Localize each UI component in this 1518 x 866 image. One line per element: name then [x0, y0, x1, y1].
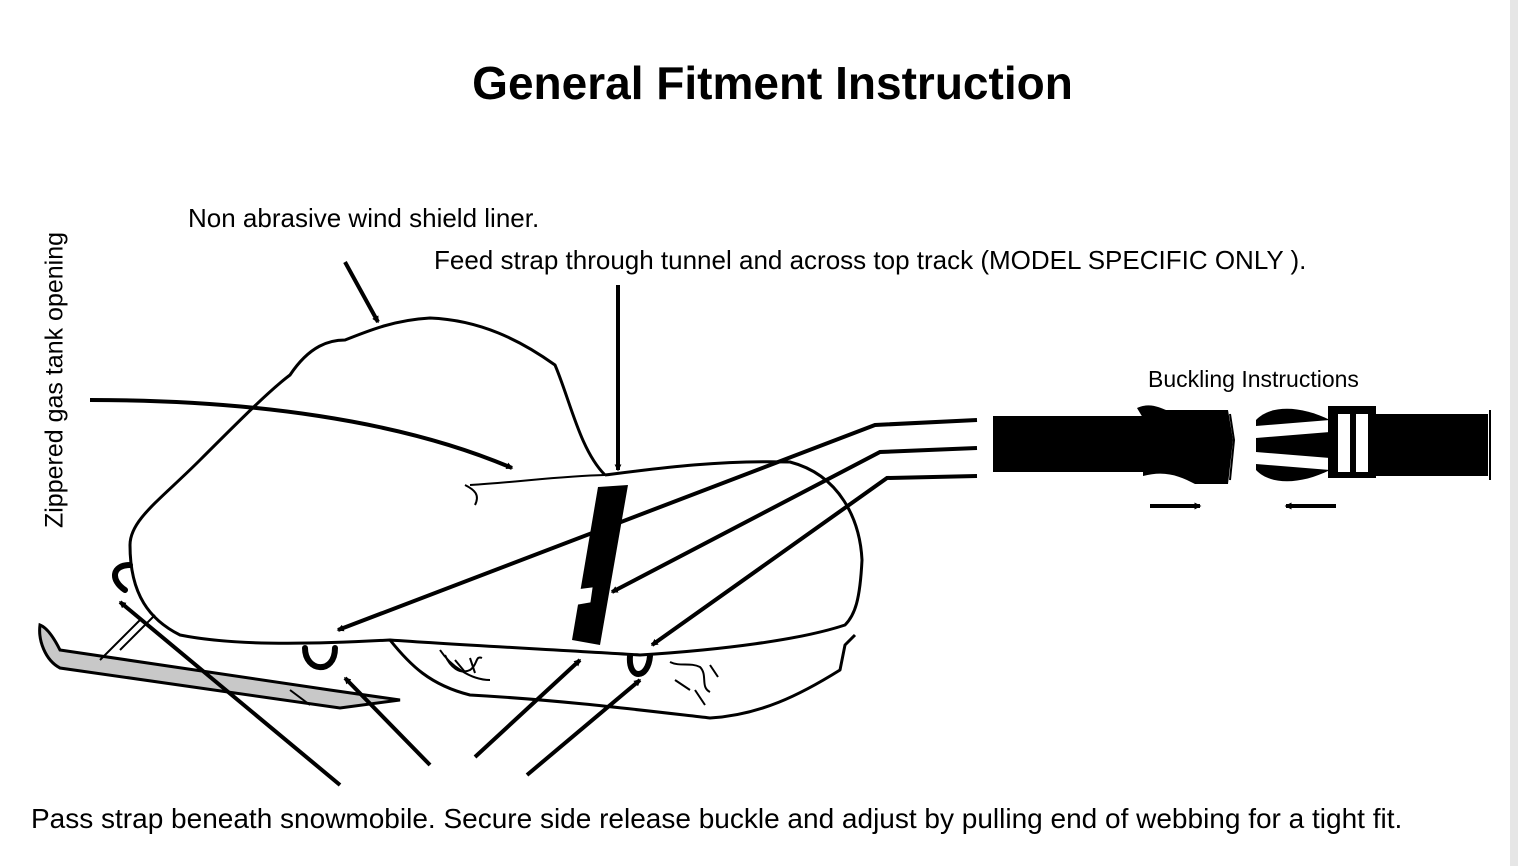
arrow-pass-3 — [473, 658, 582, 759]
diagram-title: General Fitment Instruction — [472, 57, 1073, 109]
cover-zipper-line — [469, 474, 606, 486]
buckle-male-frame — [1328, 406, 1376, 478]
loop-front — [112, 562, 133, 593]
callout-arrows — [89, 261, 642, 787]
arrow-pass-2 — [343, 676, 432, 767]
leader-lines — [336, 418, 978, 647]
tunnel-strap — [572, 485, 628, 645]
label-windshield-liner: Non abrasive wind shield liner. — [188, 203, 540, 233]
label-pass-strap: Pass strap beneath snowmobile. Secure si… — [31, 803, 1403, 834]
arrow-zipper — [89, 398, 514, 470]
webbing-right — [1374, 414, 1488, 476]
ski-strut — [99, 614, 311, 706]
loop-mid — [302, 645, 338, 671]
cover-windshield-outline — [128, 316, 607, 546]
page-edge-bar — [1510, 0, 1518, 866]
cover-tunnel-outline — [388, 633, 857, 720]
strap-buckle-small — [575, 587, 593, 605]
cover-zipper-pull — [464, 484, 478, 506]
buckle-female — [1137, 405, 1233, 484]
webbing-left — [993, 416, 1145, 472]
snowmobile-cover — [128, 316, 864, 720]
ski — [38, 614, 401, 710]
tie-down-loops — [112, 562, 653, 677]
leader-strap — [610, 446, 978, 594]
tunnel-hatch-marks — [444, 654, 719, 706]
buckle-male-slot — [1338, 414, 1350, 472]
buckle-male-slot-2 — [1356, 414, 1368, 472]
leader-rear — [650, 474, 978, 647]
loop-rear — [626, 653, 653, 677]
buckle-female-edge — [1229, 413, 1236, 481]
buckle-male-center — [1256, 432, 1330, 458]
buckle-male-prong-top — [1256, 408, 1330, 426]
cover-side-flap — [439, 649, 491, 681]
label-feed-strap: Feed strap through tunnel and across top… — [434, 245, 1307, 275]
buckle-diagram — [993, 405, 1491, 510]
buckle-male-prong-bottom — [1256, 464, 1330, 482]
arrow-pass-1 — [118, 600, 342, 787]
ski-runner — [38, 622, 401, 710]
arrow-windshield-liner — [343, 261, 380, 324]
leader-front — [336, 418, 978, 632]
cover-hood-outline — [128, 460, 864, 657]
arrow-pass-4 — [525, 678, 642, 777]
label-buckling-instructions: Buckling Instructions — [1148, 366, 1359, 392]
